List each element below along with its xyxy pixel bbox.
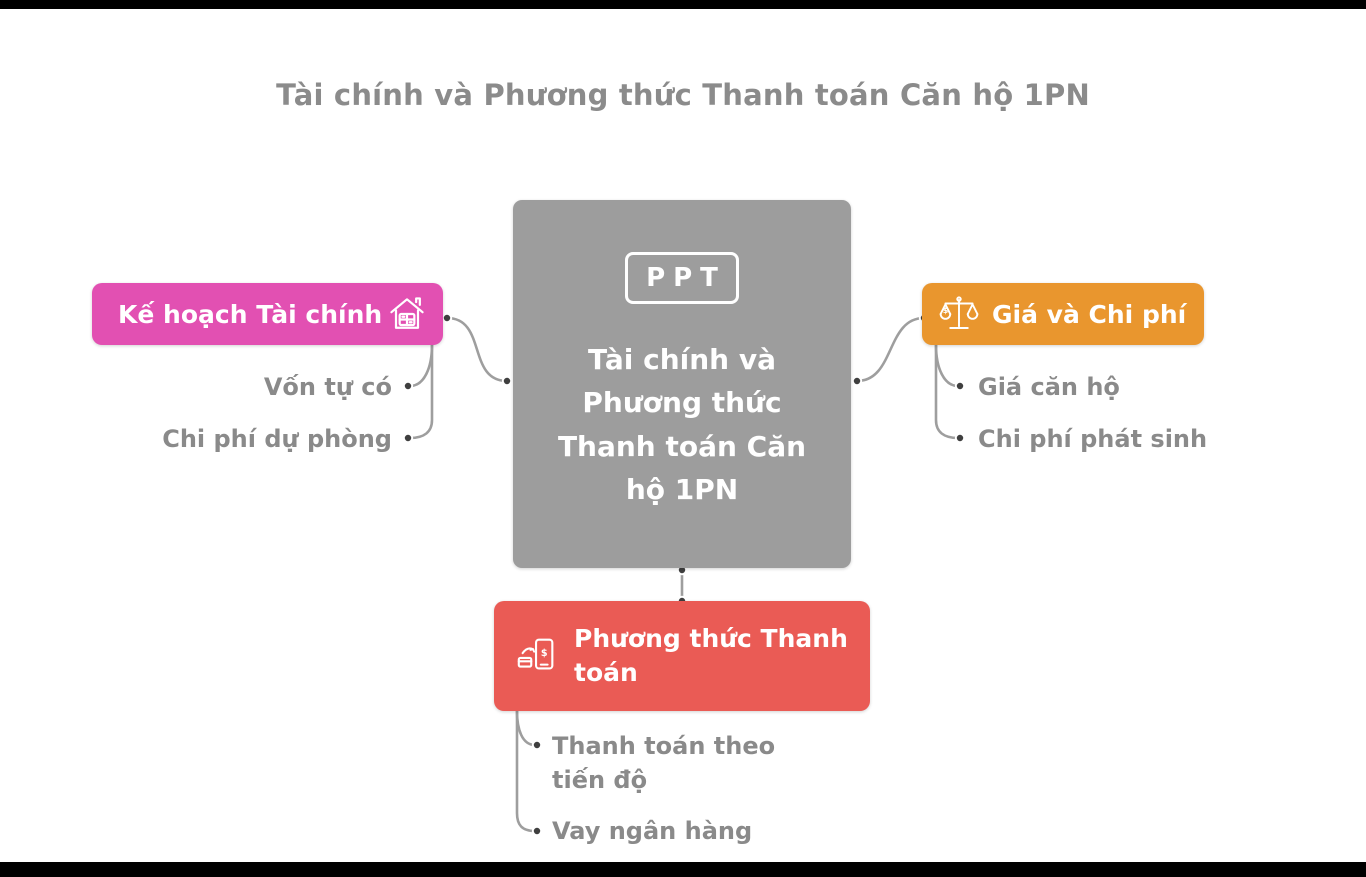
anchor-dot [501,375,513,387]
node-phuong-thuc-thanh-toan[interactable]: $ Phương thức Thanh toán [494,601,870,711]
node-ke-hoach-tai-chinh[interactable]: Kế hoạch Tài chính [92,283,443,345]
letterbox-top [0,0,1366,9]
svg-text:$: $ [541,648,548,659]
connector-left-child-2 [408,343,434,440]
node-left-label: Kế hoạch Tài chính [118,299,383,329]
letterbox-bottom [0,862,1366,877]
connector-left-main [445,316,509,383]
connector-right-child-2 [934,343,960,440]
leaf-chi-phi-du-phong[interactable]: Chi phí dự phòng [162,425,392,453]
anchor-dot [954,432,966,444]
leaf-von-tu-co[interactable]: Vốn tự có [263,373,392,401]
anchor-dot [851,375,863,387]
anchor-dot [531,739,543,751]
anchor-dot [441,312,453,324]
leaf-thanh-toan-theo-tien-do[interactable]: Thanh toán theo tiến độ [552,732,776,794]
house-calculator-icon [385,292,429,336]
connector-right-child-1 [934,343,960,388]
anchor-dot [954,380,966,392]
node-gia-va-chi-phi[interactable]: $ Giá và Chi phí [922,283,1204,345]
node-central-label: Tài chính và Phương thức Thanh toán Căn … [557,343,807,507]
page-title: Tài chính và Phương thức Thanh toán Căn … [276,78,1090,112]
leaf-chi-phi-phat-sinh[interactable]: Chi phí phát sinh [978,425,1208,453]
node-bottom-label: Phương thức Thanh toán [574,624,848,687]
anchor-dot [402,432,414,444]
node-central[interactable]: PPT Tài chính và Phương thức Thanh toán … [513,200,851,568]
balance-scale-icon: $ [938,293,980,335]
mobile-payment-icon: $ [514,633,560,679]
ppt-badge: PPT [625,252,739,304]
anchor-dot [402,380,414,392]
connector-left-child-1 [408,343,434,388]
node-right-label: Giá và Chi phí [992,299,1187,329]
leaf-vay-ngan-hang[interactable]: Vay ngân hàng [552,817,753,845]
connector-bottom-child-2 [515,709,537,833]
svg-text:$: $ [943,306,948,315]
connector-right-main [855,316,926,383]
anchor-dot [531,825,543,837]
connector-bottom-child-1 [515,709,537,747]
leaf-gia-can-ho[interactable]: Giá căn hộ [978,373,1120,401]
